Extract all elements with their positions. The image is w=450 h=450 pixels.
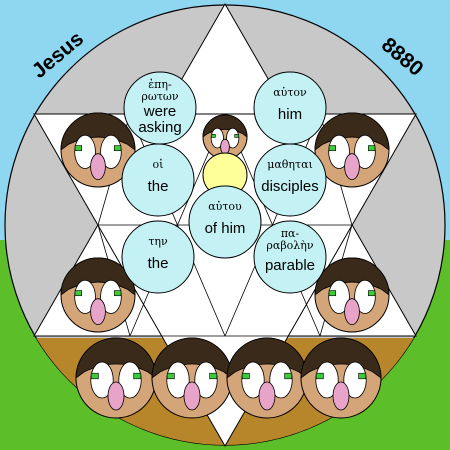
face-upper-right — [314, 112, 390, 188]
word-bubble-circle — [253, 220, 327, 294]
word-bubble-circle — [121, 220, 195, 294]
face-bottom-4 — [300, 337, 382, 419]
greek-word: αὐτου — [208, 200, 242, 213]
face-bottom-1 — [75, 337, 157, 419]
face-lower-left — [60, 257, 136, 333]
greek-word: πα- — [281, 227, 300, 240]
word-bubble: αὐτον him — [253, 71, 327, 145]
face-bottom-2 — [151, 337, 233, 419]
greek-word: ρωτων — [141, 90, 178, 103]
greek-word: αὐτον — [273, 86, 307, 99]
word-bubble: αὐτου of him — [188, 185, 262, 259]
english-word: were — [143, 103, 177, 120]
word-bubble: οἱ the — [121, 143, 195, 217]
english-word: of him — [205, 220, 246, 237]
word-bubble-circle — [121, 143, 195, 217]
english-word: the — [148, 255, 169, 272]
greek-word: ἐπη- — [148, 78, 172, 91]
english-word: parable — [265, 257, 315, 274]
face-bottom-3 — [226, 337, 308, 419]
face-center — [202, 114, 248, 160]
english-word: the — [148, 178, 169, 195]
greek-word: ραβολὴν — [266, 239, 313, 252]
greek-word: μαθηται — [267, 158, 313, 171]
face-upper-left — [60, 112, 136, 188]
face-lower-right — [314, 257, 390, 333]
greek-word: οἱ — [153, 158, 164, 171]
english-word: disciples — [261, 178, 319, 195]
english-word: asking — [138, 119, 181, 136]
word-bubble: μαθηται disciples — [253, 143, 327, 217]
greek-word: την — [148, 235, 168, 248]
word-bubble-circle — [253, 143, 327, 217]
word-bubble: πα-ραβολὴν parable — [253, 220, 327, 294]
english-word: him — [278, 106, 302, 123]
word-bubble: την the — [121, 220, 195, 294]
word-bubble-circle — [188, 185, 262, 259]
faces-layer — [60, 112, 390, 419]
